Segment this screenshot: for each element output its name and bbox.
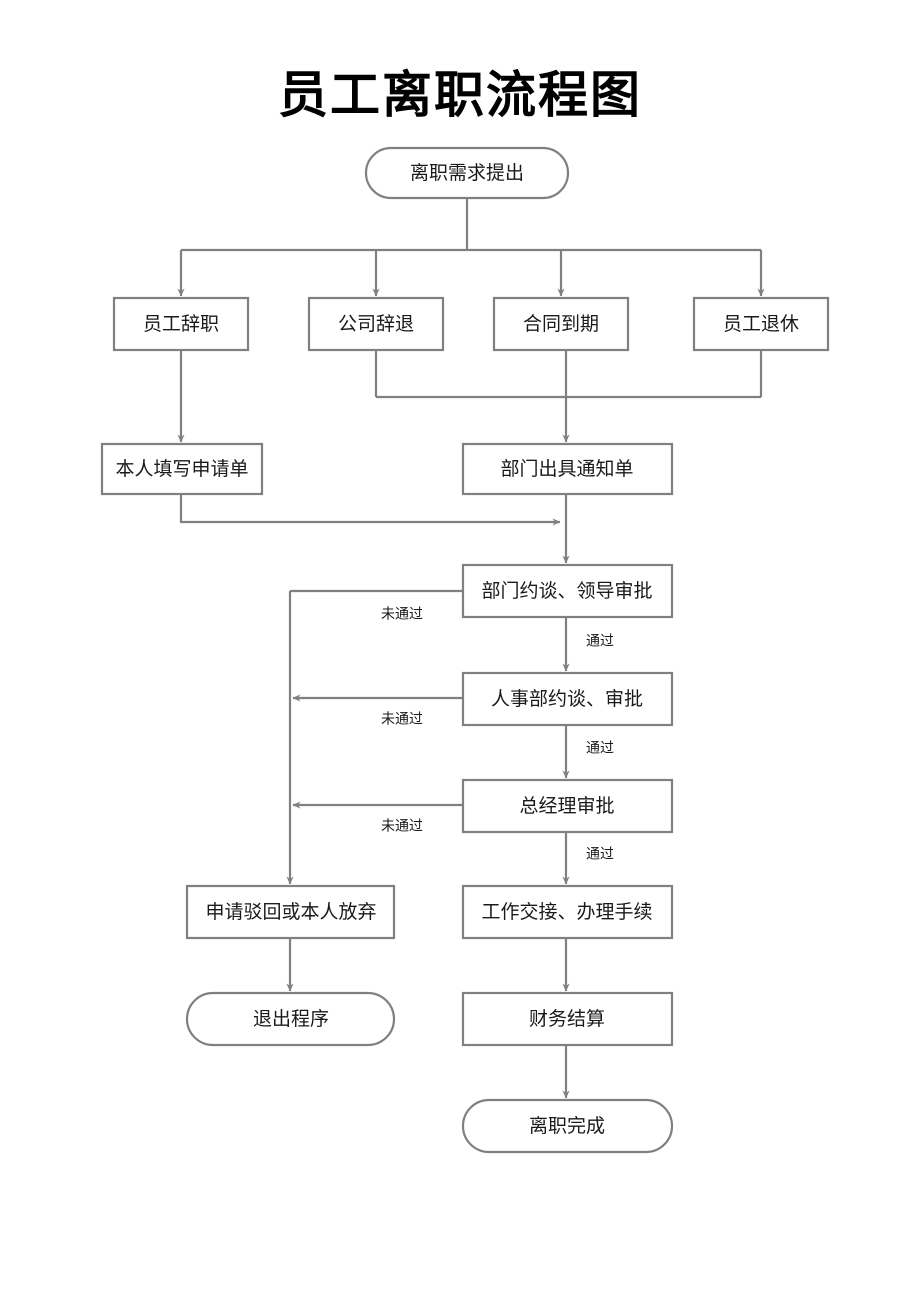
node-reason3-label: 合同到期 (523, 313, 599, 335)
node-handover-shape (461, 884, 674, 940)
edge-selfform-to-trunk (179, 494, 561, 526)
node-deptnotice-shape (461, 442, 674, 496)
edge-label-pass-1: 通过 (586, 633, 614, 649)
node-finance-settlement[interactable]: 财务结算 (461, 991, 674, 1047)
node-department-interview-approval[interactable]: 部门约谈、领导审批 (461, 563, 674, 619)
node-reason-retirement[interactable]: 员工退休 (692, 296, 830, 352)
edge-labels-group: 未通过 未通过 未通过 通过 通过 通过 (381, 606, 614, 862)
node-reason-contract-expire[interactable]: 合同到期 (492, 296, 630, 352)
node-rejected-label: 申请驳回或本人放弃 (205, 901, 376, 923)
node-finance-shape (461, 991, 674, 1047)
edge-label-pass-3: 通过 (586, 846, 614, 862)
node-reason1-label: 员工辞职 (143, 313, 219, 335)
node-work-handover[interactable]: 工作交接、办理手续 (461, 884, 674, 940)
node-reason1-shape (112, 296, 250, 352)
node-reason-employee-resign[interactable]: 员工辞职 (112, 296, 250, 352)
node-self-application-form[interactable]: 本人填写申请单 (100, 442, 264, 496)
node-approve2-label: 人事部约谈、审批 (491, 688, 643, 710)
node-hr-interview-approval[interactable]: 人事部约谈、审批 (461, 671, 674, 727)
node-handover-label: 工作交接、办理手续 (481, 901, 652, 923)
node-approve1-shape (461, 563, 674, 619)
node-department-notice[interactable]: 部门出具通知单 (461, 442, 674, 496)
node-start[interactable]: 离职需求提出 (364, 146, 570, 200)
node-reason4-shape (692, 296, 830, 352)
edges-group (177, 198, 765, 1099)
node-exit-process[interactable]: 退出程序 (185, 991, 396, 1047)
edge-label-fail-3: 未通过 (381, 818, 423, 834)
node-reason4-label: 员工退休 (723, 313, 799, 335)
node-exit-label: 退出程序 (253, 1008, 329, 1030)
node-selfform-shape (100, 442, 264, 496)
node-finance-label: 财务结算 (529, 1008, 605, 1030)
node-exit-shape (185, 991, 396, 1047)
edge-label-fail-2: 未通过 (381, 711, 423, 727)
node-reason2-label: 公司辞退 (338, 313, 414, 335)
node-approve3-shape (461, 778, 674, 834)
edge-label-fail-1: 未通过 (381, 606, 423, 622)
node-reason-company-dismiss[interactable]: 公司辞退 (307, 296, 445, 352)
node-selfform-label: 本人填写申请单 (115, 458, 248, 480)
node-reason2-shape (307, 296, 445, 352)
node-reason3-shape (492, 296, 630, 352)
edge-label-pass-2: 通过 (586, 740, 614, 756)
node-start-label: 离职需求提出 (410, 162, 524, 184)
page-title: 员工离职流程图 (278, 67, 642, 123)
node-done-label: 离职完成 (529, 1115, 605, 1137)
node-done-shape (461, 1098, 674, 1154)
node-resignation-complete[interactable]: 离职完成 (461, 1098, 674, 1154)
node-approve2-shape (461, 671, 674, 727)
node-approve1-label: 部门约谈、领导审批 (481, 580, 652, 602)
node-approve3-label: 总经理审批 (519, 795, 614, 817)
node-application-rejected[interactable]: 申请驳回或本人放弃 (185, 884, 396, 940)
node-general-manager-approval[interactable]: 总经理审批 (461, 778, 674, 834)
node-deptnotice-label: 部门出具通知单 (500, 458, 633, 480)
node-rejected-shape (185, 884, 396, 940)
node-start-shape (364, 146, 570, 200)
